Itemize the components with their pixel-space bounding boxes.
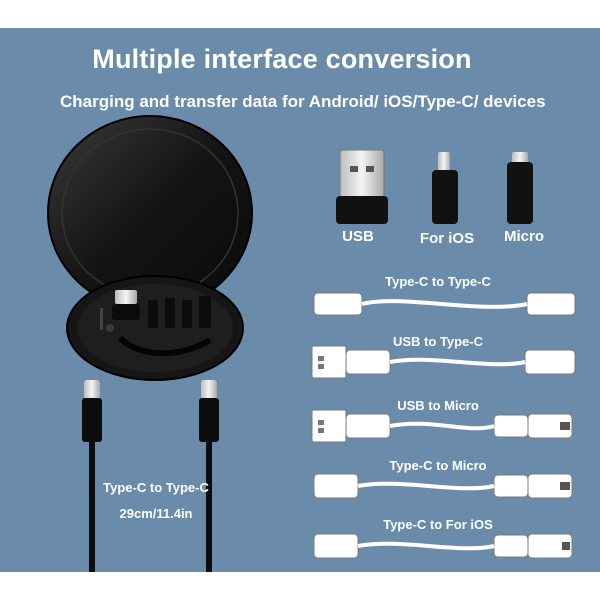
adapter-label-micro: Micro — [503, 228, 544, 245]
usb-adapter-in-case — [115, 290, 137, 304]
main-cable-length: 29cm/11.4in — [119, 506, 193, 521]
adapter-label-usb: USB — [342, 228, 374, 245]
subtitle: Charging and transfer data for Android/ … — [60, 92, 546, 111]
cable-label-usb-micro: USB to Micro — [397, 398, 479, 413]
storage-case — [47, 115, 253, 381]
cable-diagram-usb-micro — [311, 409, 573, 443]
cable-label-usb-typec: USB to Type-C — [392, 334, 484, 349]
ios-adapter — [432, 152, 458, 224]
product-illustration — [47, 115, 576, 572]
cable-label-typec-micro: Type-C to Micro — [389, 458, 487, 473]
main-cable — [82, 380, 219, 572]
product-panel: Multiple interface conversion Charging a… — [0, 28, 600, 572]
cable-diagram-usb-typec — [311, 345, 576, 379]
main-cable-label: Type-C to Type-C — [103, 480, 209, 495]
adapter-label-ios: For iOS — [419, 230, 475, 247]
cable-diagram-typec-micro — [313, 473, 573, 499]
main-title: Multiple interface conversion — [92, 44, 472, 74]
cable-diagram-typec-ios — [313, 533, 573, 559]
usb-adapter — [336, 149, 388, 224]
type-c-plug-left — [84, 380, 100, 400]
type-c-plug-right — [201, 380, 217, 400]
cable-label-typec-ios: Type-C to For iOS — [383, 517, 493, 532]
cable-label-typec-typec: Type-C to Type-C — [385, 274, 491, 289]
micro-adapter — [507, 152, 533, 224]
sim-pin — [100, 308, 103, 330]
